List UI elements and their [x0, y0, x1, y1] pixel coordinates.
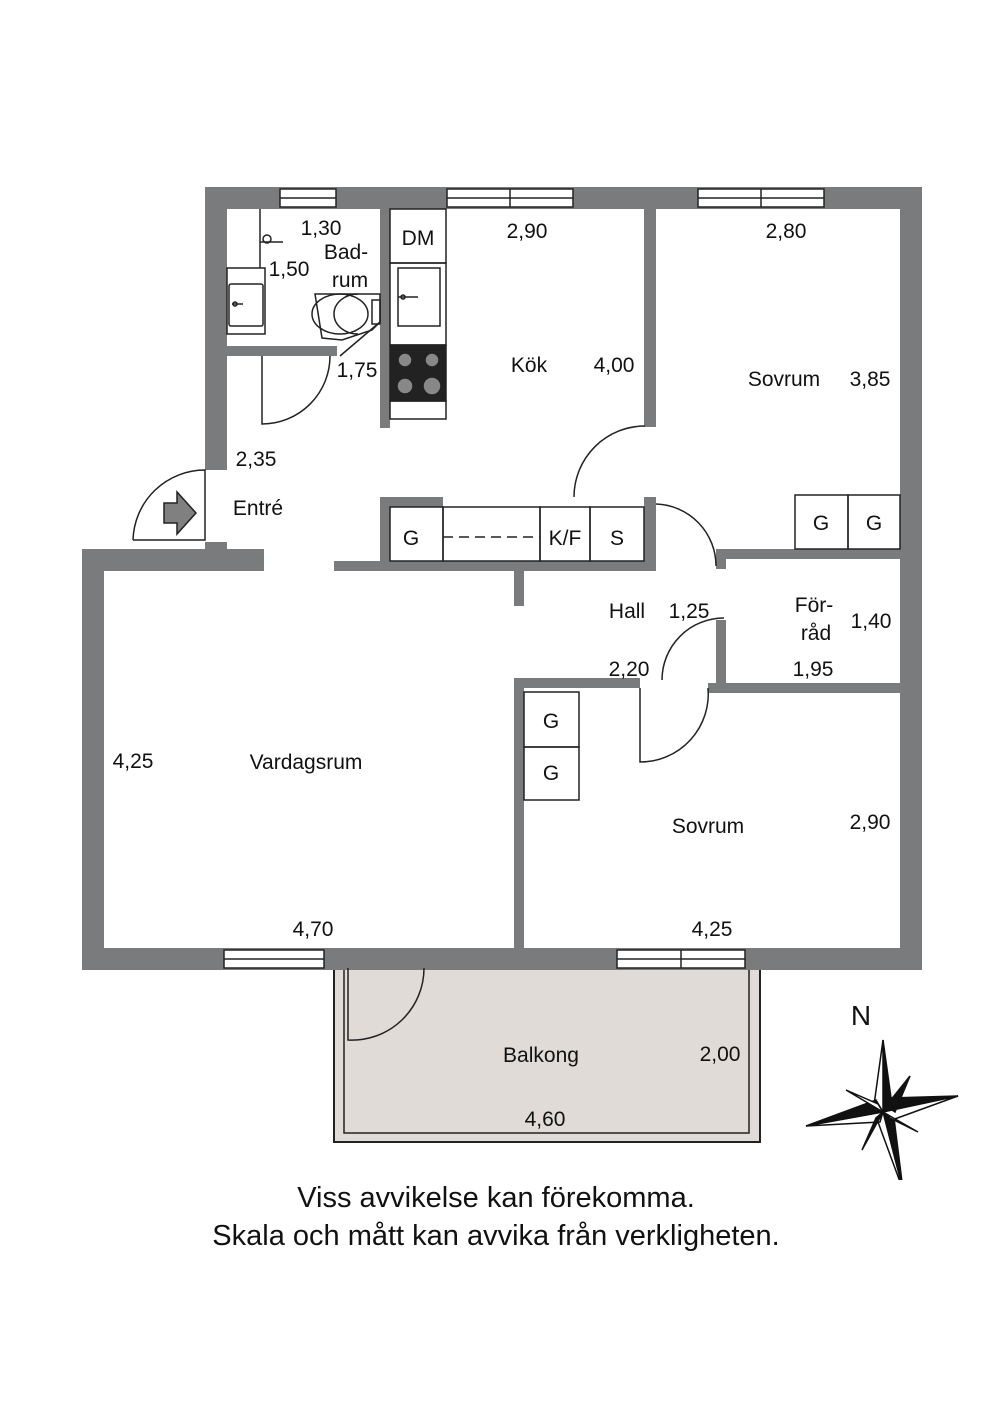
entrance-arrow-icon [163, 490, 198, 536]
vardagsrum-width: 4,70 [293, 918, 334, 941]
kitchen-fixtures [389, 208, 645, 562]
badrum-depth-2: 1,75 [337, 359, 378, 382]
bathroom-fixtures [226, 209, 381, 357]
doors [132, 355, 725, 1041]
compass-north-label: N [851, 1000, 871, 1031]
wardrobe-label-hall: G [403, 527, 419, 550]
sovrum-2-width: 4,25 [692, 918, 733, 941]
wardrobes [523, 494, 901, 801]
balcony-floor [333, 967, 761, 1143]
windows [223, 188, 825, 969]
sovrum-1-width: 2,80 [766, 220, 807, 243]
sovrum-1-depth: 3,85 [850, 368, 891, 391]
floor-plan: DM G K/F S G G G G 1,30 Bad- rum 1,50 1,… [82, 187, 959, 1180]
disclaimer-line-2: Skala och mått kan avvika från verklighe… [212, 1220, 780, 1252]
sovrum-2-depth: 2,90 [850, 811, 891, 834]
forrad-width: 1,95 [793, 658, 834, 681]
badrum-depth: 1,50 [269, 258, 310, 281]
forrad-depth: 1,40 [851, 610, 892, 633]
compass-rose-icon [805, 1039, 959, 1180]
kok-width: 2,90 [507, 220, 548, 243]
walls [82, 187, 922, 970]
badrum-name-1: Bad- [324, 241, 368, 264]
vardagsrum-depth: 4,25 [113, 750, 154, 773]
hall-dim: 1,25 [669, 600, 710, 623]
kok-depth: 4,00 [594, 354, 635, 377]
balkong-width: 4,60 [525, 1108, 566, 1131]
entre-dim: 2,35 [236, 448, 277, 471]
wardrobe-label-sovrum-2a: G [543, 710, 559, 733]
vardagsrum-name: Vardagsrum [250, 751, 363, 774]
dishwasher-label: DM [402, 227, 435, 250]
badrum-width: 1,30 [301, 217, 342, 240]
forrad-name-1: För- [795, 594, 834, 617]
wardrobe-label-sovrum-2b: G [543, 762, 559, 785]
cabinet-s-label: S [610, 527, 624, 550]
badrum-name-2: rum [332, 269, 368, 292]
entre-name: Entré [233, 497, 283, 520]
wardrobe-label-sovrum-1a: G [813, 512, 829, 535]
sovrum-1-name: Sovrum [748, 368, 820, 391]
fridge-freezer-label: K/F [549, 527, 582, 550]
hall-name: Hall [609, 600, 645, 623]
disclaimer-line-1: Viss avvikelse kan förekomma. [297, 1182, 695, 1214]
wardrobe-label-sovrum-1b: G [866, 512, 882, 535]
hall-dim-2: 2,20 [609, 658, 650, 681]
forrad-name-2: råd [801, 622, 831, 645]
balkong-depth: 2,00 [700, 1043, 741, 1066]
balkong-name: Balkong [503, 1044, 579, 1067]
sovrum-2-name: Sovrum [672, 815, 744, 838]
kok-name: Kök [511, 354, 548, 377]
